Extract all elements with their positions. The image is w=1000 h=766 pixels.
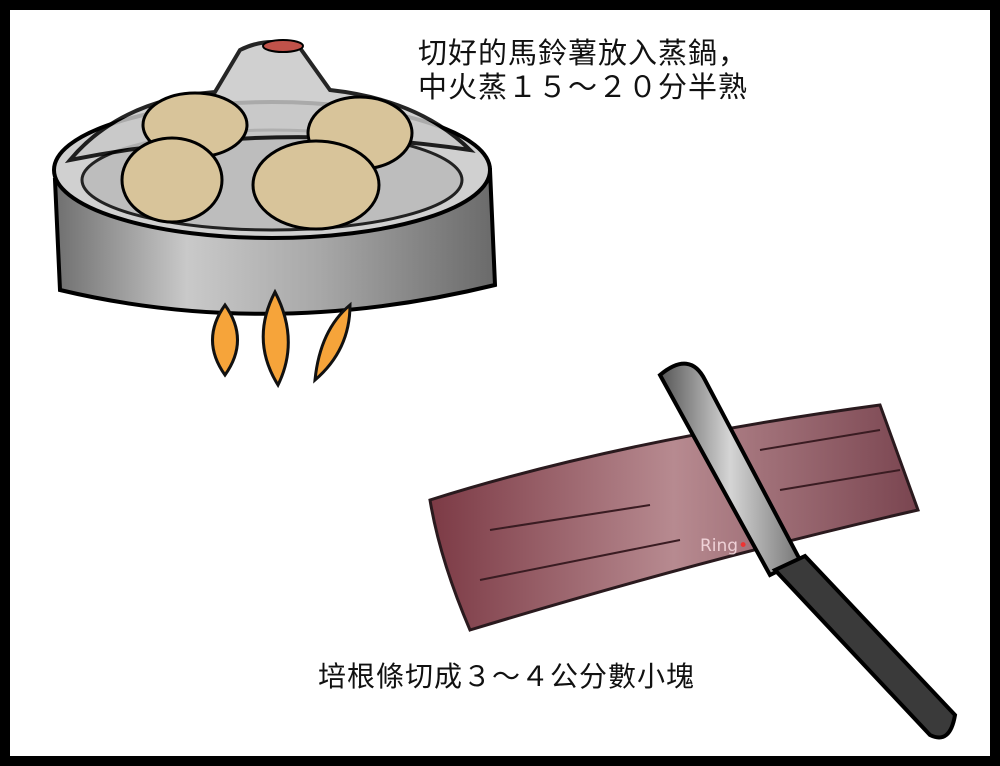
steam-potatoes-caption: 切好的馬鈴薯放入蒸鍋，中火蒸１５～２０分半熟 [418, 36, 748, 104]
potato [251, 139, 381, 231]
potatoes [120, 91, 414, 231]
potato [120, 136, 224, 224]
flame-icon [211, 288, 352, 389]
caption-line: 中火蒸１５～２０分半熟 [418, 70, 749, 104]
bacon-strip [428, 403, 920, 632]
cut-bacon-caption: 培根條切成３～４公分數小塊 [318, 660, 696, 693]
knife [657, 361, 958, 740]
caption-line: 切好的馬鈴薯放入蒸鍋， [418, 36, 749, 70]
watermark-logo: Ring• [700, 536, 749, 556]
